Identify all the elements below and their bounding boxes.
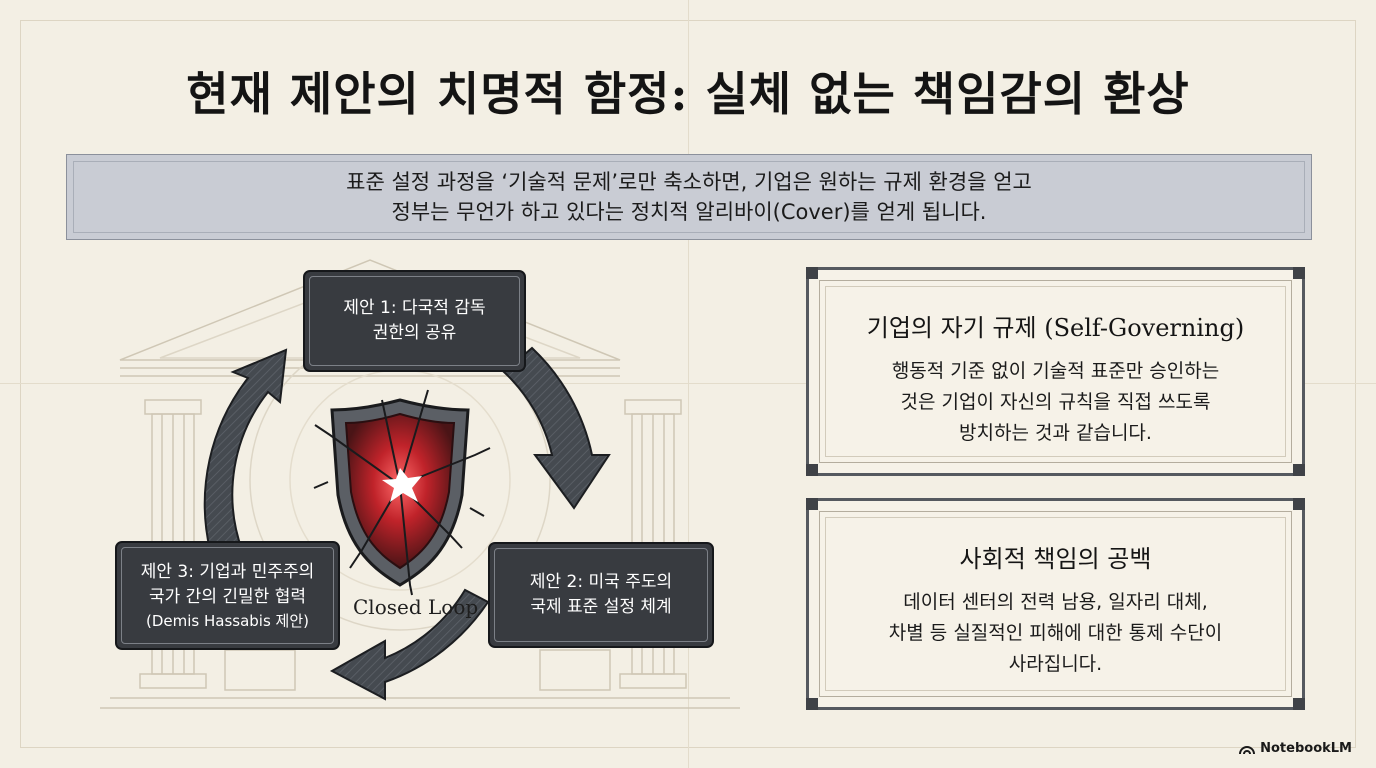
- card-line: 행동적 기준 없이 기술적 표준만 승인하는: [891, 360, 1220, 382]
- proposal-3-node: 제안 3: 기업과 민주주의 국가 간의 긴밀한 협력 (Demis Hassa…: [115, 541, 340, 650]
- cycle-arrows: [203, 346, 611, 701]
- card-corner: [806, 267, 818, 279]
- card-corner: [1293, 464, 1305, 476]
- card-title: 사회적 책임의 공백: [959, 545, 1152, 573]
- card-line: 것은 기업이 자신의 규칙을 직접 쓰도록: [900, 391, 1211, 413]
- cracked-shield-icon: [313, 389, 491, 596]
- card-line: 차별 등 실질적인 피해에 대한 통제 수단이: [888, 622, 1223, 644]
- card-corner: [806, 698, 818, 710]
- cycle-arrow-left: [203, 348, 288, 551]
- card-corner: [806, 498, 818, 510]
- notebooklm-branding: NotebookLM: [1239, 741, 1352, 756]
- info-card-self-governing: 기업의 자기 규제 (Self-Governing) 행동적 기준 없이 기술적…: [806, 267, 1305, 476]
- info-card-responsibility-gap: 사회적 책임의 공백 데이터 센터의 전력 남용, 일자리 대체, 차별 등 실…: [806, 498, 1305, 710]
- proposal-3-line: 국가 간의 긴밀한 협력: [149, 586, 306, 607]
- card-corner: [1293, 498, 1305, 510]
- closed-loop-label: Closed Loop: [353, 595, 479, 619]
- proposal-2-line: 제안 2: 미국 주도의: [529, 572, 673, 592]
- proposal-3-line: 제안 3: 기업과 민주주의: [140, 561, 315, 582]
- proposal-1-line: 권한의 공유: [372, 323, 457, 343]
- card-corner: [806, 464, 818, 476]
- banner-line: 정부는 무언가 하고 있다는 정치적 알리바이(Cover)를 얻게 됩니다.: [391, 200, 987, 224]
- proposal-2-line: 국제 표준 설정 체계: [530, 597, 672, 617]
- card-line: 데이터 센터의 전력 남용, 일자리 대체,: [903, 591, 1208, 613]
- card-line: 사라집니다.: [1008, 653, 1103, 675]
- card-title: 기업의 자기 규제 (Self-Governing): [866, 314, 1245, 342]
- card-corner: [1293, 698, 1305, 710]
- notebooklm-logo-icon: [1239, 745, 1256, 754]
- cycle-arrow-right: [502, 346, 611, 510]
- card-corner: [1293, 267, 1305, 279]
- cycle-arrow-bottom: [329, 588, 490, 701]
- proposal-1-line: 제안 1: 다국적 감독: [343, 298, 486, 318]
- page-title: 현재 제안의 치명적 함정: 실체 없는 책임감의 환상: [186, 67, 1190, 121]
- proposal-1-node: 제안 1: 다국적 감독 권한의 공유: [303, 270, 526, 372]
- banner-line: 표준 설정 과정을 ‘기술적 문제’로만 축소하면, 기업은 원하는 규제 환경…: [346, 170, 1032, 194]
- guide-line: [688, 0, 689, 768]
- brand-label: NotebookLM: [1260, 741, 1352, 756]
- card-line: 방치하는 것과 같습니다.: [959, 422, 1152, 444]
- proposal-2-node: 제안 2: 미국 주도의 국제 표준 설정 체계: [488, 542, 714, 648]
- proposal-3-line: (Demis Hassabis 제안): [145, 611, 309, 630]
- summary-banner: 표준 설정 과정을 ‘기술적 문제’로만 축소하면, 기업은 원하는 규제 환경…: [66, 154, 1312, 240]
